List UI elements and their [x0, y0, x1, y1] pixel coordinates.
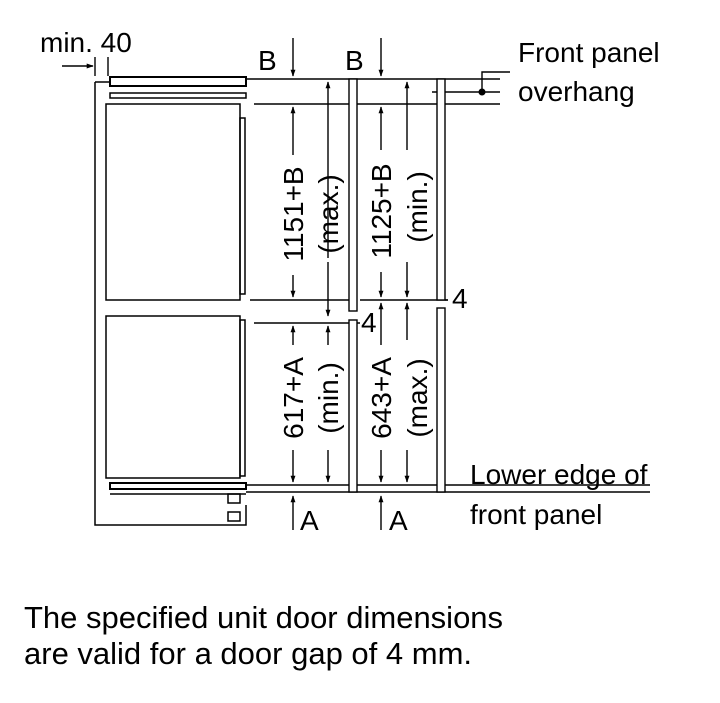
- dim-upper-left-qualifier: (max.): [313, 174, 344, 253]
- b-label-right: B: [345, 45, 364, 76]
- right-lower-panel: [436, 307, 446, 493]
- dim-lower-right-qualifier: (max.): [402, 358, 433, 437]
- dim-upper-left-value: 1151+B: [278, 166, 309, 261]
- dim-lower-right-value: 643+A: [366, 357, 397, 439]
- right-upper-panel: [436, 78, 446, 301]
- left-lower-panel: [348, 319, 358, 493]
- left-upper-panel: [348, 78, 358, 312]
- overhang-pointer: [481, 71, 510, 92]
- reference-lines: [246, 78, 650, 493]
- dimension-arrows: [62, 38, 448, 530]
- b-label-left: B: [258, 45, 277, 76]
- appliance-lower-door: [105, 315, 246, 479]
- caption: The specified unit door dimensions are v…: [24, 600, 503, 672]
- front-panel-overhang-label-line2: overhang: [518, 76, 635, 107]
- a-label-right: A: [389, 505, 408, 536]
- appliance-upper-door: [105, 103, 246, 301]
- dim-upper-right-qualifier: (min.): [402, 171, 433, 243]
- front-panel-overhang-label-line1: Front panel: [518, 37, 660, 68]
- overhang-dot: [478, 88, 486, 96]
- a-label-left: A: [300, 505, 319, 536]
- lower-edge-label-line2: front panel: [470, 499, 602, 530]
- cabinet-outline: [94, 76, 247, 526]
- lower-edge-label-line1: Lower edge of: [470, 459, 648, 490]
- dim-lower-left-value: 617+A: [278, 357, 309, 439]
- gap-right-label: 4: [452, 283, 468, 314]
- caption-line-2: are valid for a door gap of 4 mm.: [24, 636, 473, 671]
- dim-lower-left-qualifier: (min.): [313, 362, 344, 434]
- caption-line-1: The specified unit door dimensions: [24, 600, 504, 635]
- front-panels: [348, 78, 446, 493]
- appliance-plinth: [109, 482, 247, 522]
- gap-left-label: 4: [361, 307, 377, 338]
- min-40-label: min. 40: [40, 27, 132, 58]
- dim-upper-right-value: 1125+B: [366, 163, 397, 258]
